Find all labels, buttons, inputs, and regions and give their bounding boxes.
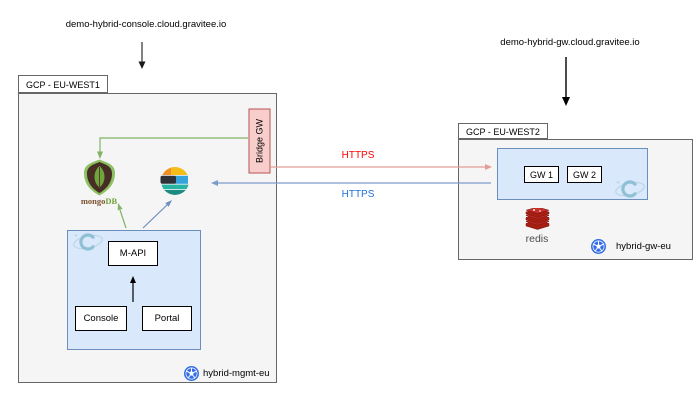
cloud-c-swirl-icon <box>73 233 103 251</box>
https-label-gateway: HTTPS <box>341 189 375 200</box>
region-label-eu-west2: GCP - EU-WEST2 <box>458 123 548 139</box>
node-gw1: GW 1 <box>524 166 559 183</box>
mongodb-wordmark-db: DB <box>105 196 118 206</box>
dns-label-console: demo-hybrid-console.cloud.gravitee.io <box>65 19 227 30</box>
https-label-bridge: HTTPS <box>341 150 375 161</box>
region-label-eu-west1: GCP - EU-WEST1 <box>18 75 108 93</box>
redis-label: redis <box>525 233 549 245</box>
node-portal: Portal <box>142 306 192 331</box>
cluster-label-hybrid-mgmt-eu: hybrid-mgmt-eu <box>203 368 270 379</box>
cluster-label-hybrid-gw-eu: hybrid-gw-eu <box>616 241 671 252</box>
cloud-c-swirl-icon <box>615 180 645 198</box>
redis-stack-icon <box>525 208 550 230</box>
node-mapi: M-API <box>108 241 158 266</box>
dns-label-gateway: demo-hybrid-gw.cloud.gravitee.io <box>500 37 640 48</box>
down-arrow-icon <box>562 57 570 106</box>
node-bridge-gw: Bridge GW <box>248 108 270 173</box>
node-gw2: GW 2 <box>567 166 602 183</box>
mongodb-wordmark-mongo: mongo <box>80 196 106 206</box>
mongodb-wordmark: mongoDB <box>75 196 123 206</box>
kubernetes-icon <box>591 239 606 254</box>
down-arrow-icon <box>138 42 146 69</box>
node-console: Console <box>75 306 127 331</box>
elasticsearch-icon <box>160 167 189 195</box>
kubernetes-icon <box>184 366 199 381</box>
mongodb-leaf-shield-icon <box>84 159 115 196</box>
